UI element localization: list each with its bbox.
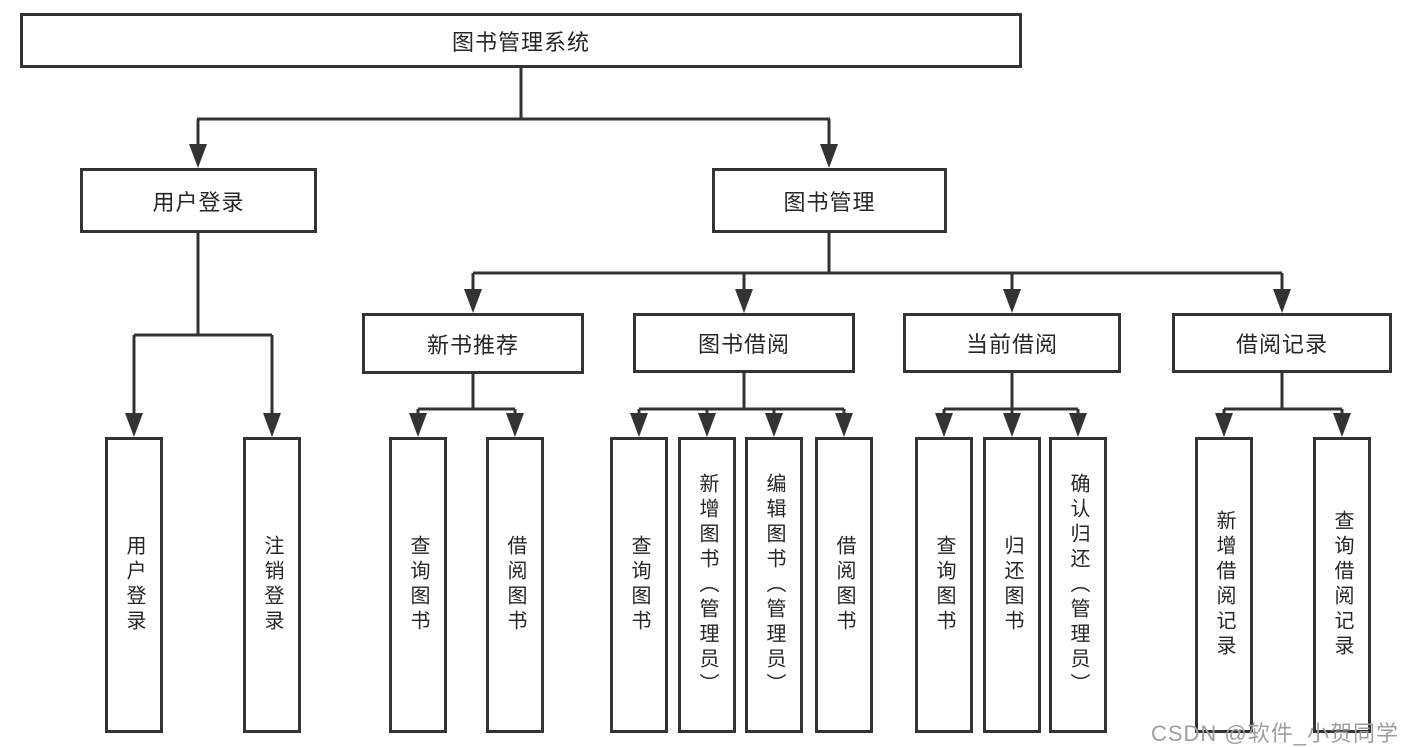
leaf-logout: 注销登录 — [243, 437, 301, 733]
leaf-records-query-record: 查询借阅记录 — [1313, 437, 1371, 733]
node-borrow-records: 借阅记录 — [1172, 313, 1392, 373]
leaf-current-query-books: 查询图书 — [915, 437, 973, 733]
node-current-borrow: 当前借阅 — [903, 313, 1121, 373]
leaf-borrow-borrow-books: 借阅图书 — [815, 437, 873, 733]
leaf-current-return-books: 归还图书 — [983, 437, 1041, 733]
leaf-recommend-query-books: 查询图书 — [389, 437, 447, 733]
leaf-user-login: 用户登录 — [105, 437, 163, 733]
node-book-management: 图书管理 — [712, 168, 947, 233]
leaf-borrow-query-books: 查询图书 — [610, 437, 668, 733]
leaf-borrow-edit-books-admin: 编辑图书（管理员） — [745, 437, 803, 733]
node-root-library-system: 图书管理系统 — [20, 13, 1022, 68]
node-book-borrow: 图书借阅 — [633, 313, 855, 373]
csdn-watermark: CSDN @软件_小贺同学 — [1150, 721, 1399, 746]
node-user-login: 用户登录 — [80, 168, 317, 233]
node-new-book-recommend: 新书推荐 — [362, 313, 584, 374]
leaf-recommend-borrow-books: 借阅图书 — [486, 437, 544, 733]
arrowhead-icons — [125, 144, 1351, 437]
leaf-current-confirm-return-admin: 确认归还（管理员） — [1049, 437, 1107, 733]
leaf-records-add-record: 新增借阅记录 — [1195, 437, 1253, 733]
leaf-borrow-add-books-admin: 新增图书（管理员） — [678, 437, 736, 733]
